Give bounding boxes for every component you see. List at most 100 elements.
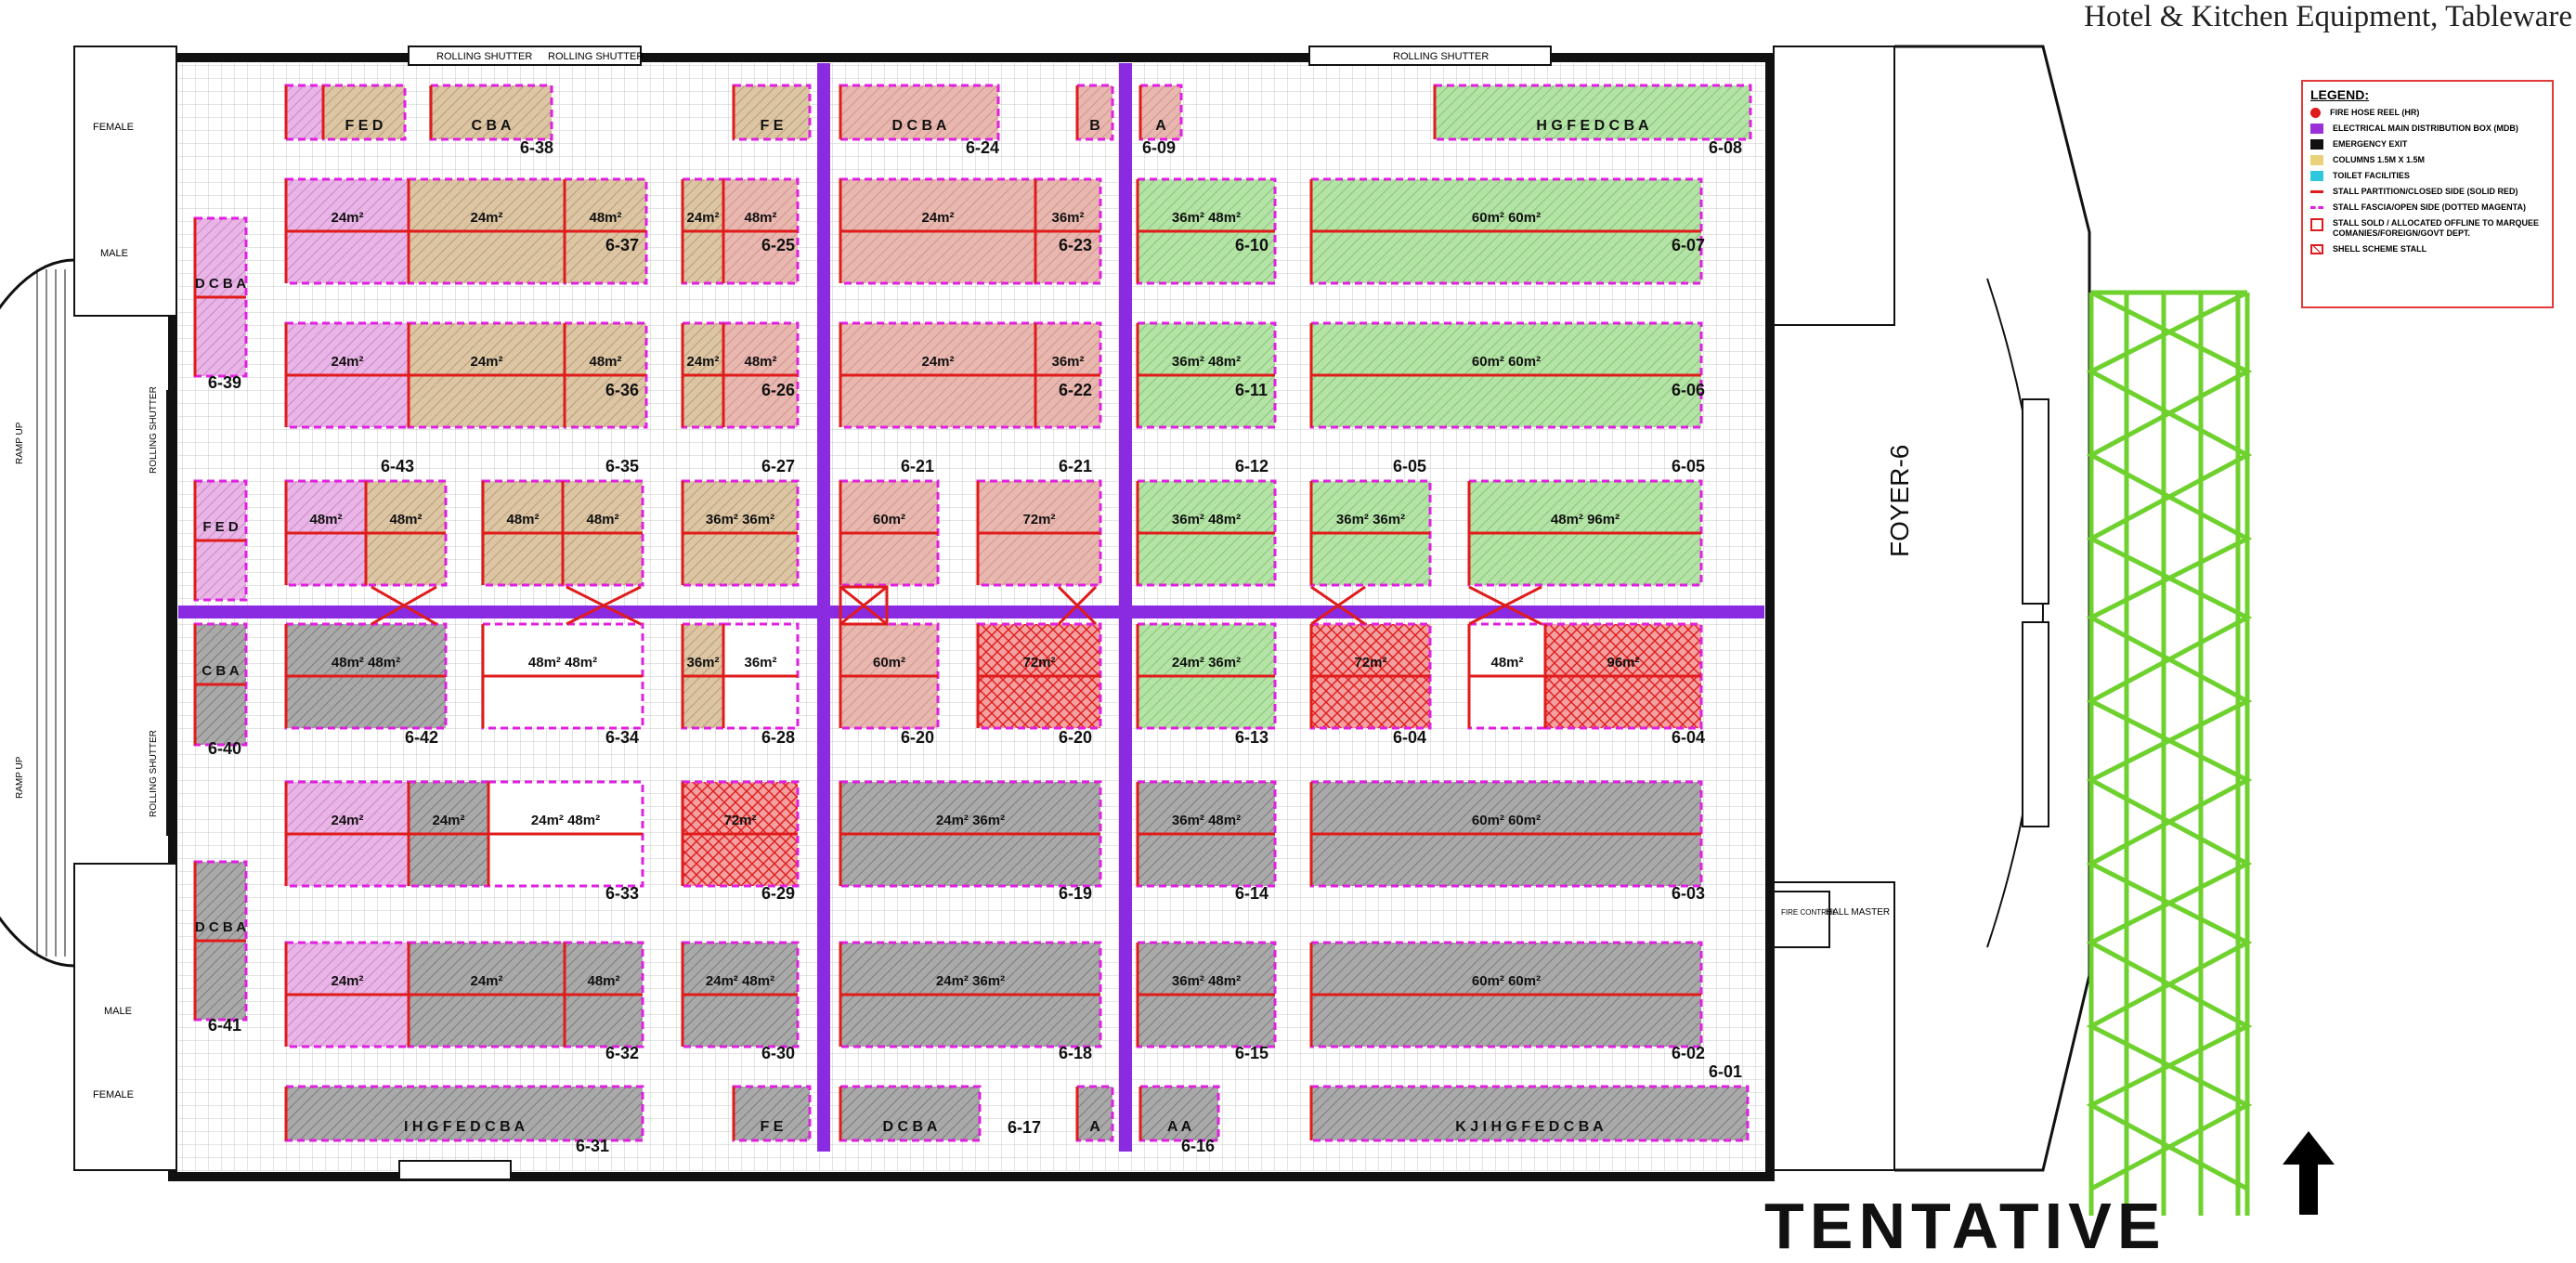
stall-cell-label: F E D [202,519,239,535]
stall-cell-label: 24m² [470,973,502,989]
stall-partition [284,179,409,283]
legend-item-exit: EMERGENCY EXIT [2310,139,2544,150]
legend-item-sold: STALL SOLD / ALLOCATED OFFLINE TO MARQUE… [2310,218,2544,239]
stall-cell-label: 60m² 60m² [1472,210,1541,226]
mdb-icon [2310,124,2323,134]
stall-partition [839,782,1100,886]
stall-cell-label: 24m² [432,813,464,828]
stall-cell-label: 36m² 36m² [706,512,774,527]
rolling-shutter-left-1: ROLLING SHUTTER [149,386,159,474]
stall-partition [1467,624,1545,728]
stall-cell-label: 48m² 48m² [332,655,400,671]
stall-partition [193,218,246,376]
stall-cell [732,84,812,141]
stall-partition [1309,782,1701,886]
stall-block-6-41: D C B A6-41 [193,860,248,1035]
stall-partition [681,481,798,585]
stall-partition [1543,624,1701,728]
stall-partition [561,481,643,585]
aisle-crosses [371,585,1542,626]
stall-cell-label: F E [761,1119,784,1135]
stall-number: 6-35 [605,457,639,475]
aisle-horizontal [178,605,1764,618]
ramp-up-top: RAMP UP [15,422,25,464]
rolling-shutter-label-1: ROLLING SHUTTER [436,51,532,62]
stall-cell-label: 48m² [587,973,619,989]
stall-cell-label: 96m² [1607,655,1639,671]
legend-label: EMERGENCY EXIT [2333,139,2408,149]
stall-cell-label: B [1089,118,1100,134]
hall-master-label: HALL MASTER [1826,907,1890,918]
stall-partition [407,323,565,427]
stall-partition [1136,943,1275,1047]
stall-number: 6-25 [761,236,795,254]
stall-number: 6-14 [1235,884,1268,903]
stall-cell-label: 60m² [873,512,905,527]
stall-partition [407,782,488,886]
stall-cell-label: D C B A [892,118,947,134]
stall-partition [1309,323,1701,427]
stall-number: 6-31 [576,1137,609,1155]
stall-cell-label: F E D [345,118,384,134]
stall-cell-label: 36m² 48m² [1172,512,1241,527]
ramp-curve [0,258,75,968]
stall-number: 6-02 [1672,1044,1705,1062]
aisle-vertical-1 [817,63,830,1152]
stall-cell-label: 24m² [470,354,502,370]
stall-block-6-31: I H G F E D C B A 6-31 [284,1085,644,1155]
shell-icon [2310,244,2323,254]
stall-partition [722,624,798,728]
stall-cell-label: D C B A [883,1119,938,1135]
stall-partition [1136,624,1275,728]
stall-cell [429,84,553,141]
stall-cell-label: I H G F E D C B A [404,1119,526,1135]
page-title: Hotel & Kitchen Equipment, Tableware [2084,0,2572,33]
stall-cell-label: A [1155,118,1166,134]
stall-partition [284,481,366,585]
stall-block-6-16: A A6-16 [1138,1085,1220,1155]
legend-label: STALL FASCIA/OPEN SIDE (DOTTED MAGENTA) [2333,202,2527,212]
stall-cell-label: 36m² 48m² [1172,354,1241,370]
tentative-stamp: TENTATIVE [1764,1190,2166,1262]
stall-partition [364,481,446,585]
stall-partition [481,481,563,585]
stall-cell-label: 48m² [1490,655,1523,671]
stall-partition [1034,179,1100,283]
stall-partition [839,943,1100,1047]
stall-cell-label: 24m² [921,210,954,226]
stall-partition [839,624,938,728]
stall-partition [681,943,798,1047]
stall-cell-label: C B A [202,663,239,679]
stall-cell-label: 72m² [723,813,756,828]
female-label-top: FEMALE [93,122,134,133]
male-label-bottom: MALE [104,1006,132,1017]
male-label-top: MALE [100,248,128,259]
stall-partition [284,323,409,427]
stall-block-6-44: F E D [193,479,248,602]
stall-partition [839,481,938,585]
stall-number: 6-16 [1181,1137,1215,1155]
stall-partition [1136,323,1275,427]
stall-cell [732,1085,812,1142]
stall-number: 6-20 [901,728,934,747]
stall-number: 6-17 [1008,1118,1041,1137]
stall-number: 6-10 [1235,236,1268,254]
stall-partition [1467,481,1701,585]
stall-number: 6-08 [1709,138,1742,157]
column-icon [2310,155,2323,165]
